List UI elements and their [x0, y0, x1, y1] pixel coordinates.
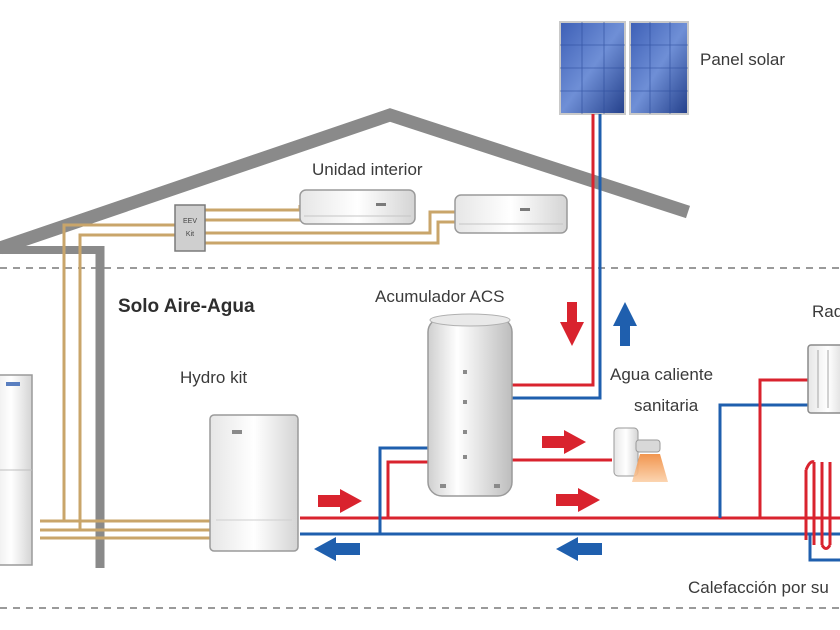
label-indoor-unit: Unidad interior: [312, 160, 423, 179]
eev-label-2: Kit: [186, 231, 194, 238]
label-solar-panel: Panel solar: [700, 50, 786, 69]
eev-kit: EEV Kit: [174, 204, 206, 252]
radiator: [807, 344, 840, 414]
indoor-unit-2: [454, 194, 568, 234]
arrow-right-red-3: [556, 488, 600, 512]
arrow-down-red: [560, 302, 584, 346]
dhw-tank: [427, 313, 513, 497]
label-floor-heating: Calefacción por su: [688, 578, 829, 597]
label-section-title: Solo Aire-Agua: [118, 296, 255, 317]
outdoor-unit: [0, 374, 33, 566]
underfloor-heating-coil: [804, 460, 832, 550]
arrow-right-red-2: [542, 430, 586, 454]
label-hydro-kit: Hydro kit: [180, 368, 248, 387]
label-dhw-line2: sanitaria: [634, 396, 699, 415]
eev-label-1: EEV: [183, 218, 197, 225]
flow-arrows: [314, 302, 637, 561]
arrow-up-blue: [613, 302, 637, 346]
solar-panel: [559, 21, 689, 115]
solar-circuit: [512, 114, 602, 400]
label-dhw-line1: Agua caliente: [610, 365, 714, 384]
house-roof: [0, 108, 691, 568]
dashed-frame: [0, 267, 840, 609]
refrigerant-lines: [40, 205, 455, 540]
arrow-right-red-1: [318, 489, 362, 513]
indoor-unit-1: [299, 189, 416, 225]
label-radiator: Rad: [812, 302, 840, 321]
faucet: [613, 427, 668, 482]
water-pipes: [300, 378, 840, 562]
label-dhw-tank: Acumulador ACS: [375, 287, 505, 306]
hydro-kit-unit: [209, 414, 299, 552]
arrow-left-blue-2: [556, 537, 602, 561]
arrow-left-blue-1: [314, 537, 360, 561]
